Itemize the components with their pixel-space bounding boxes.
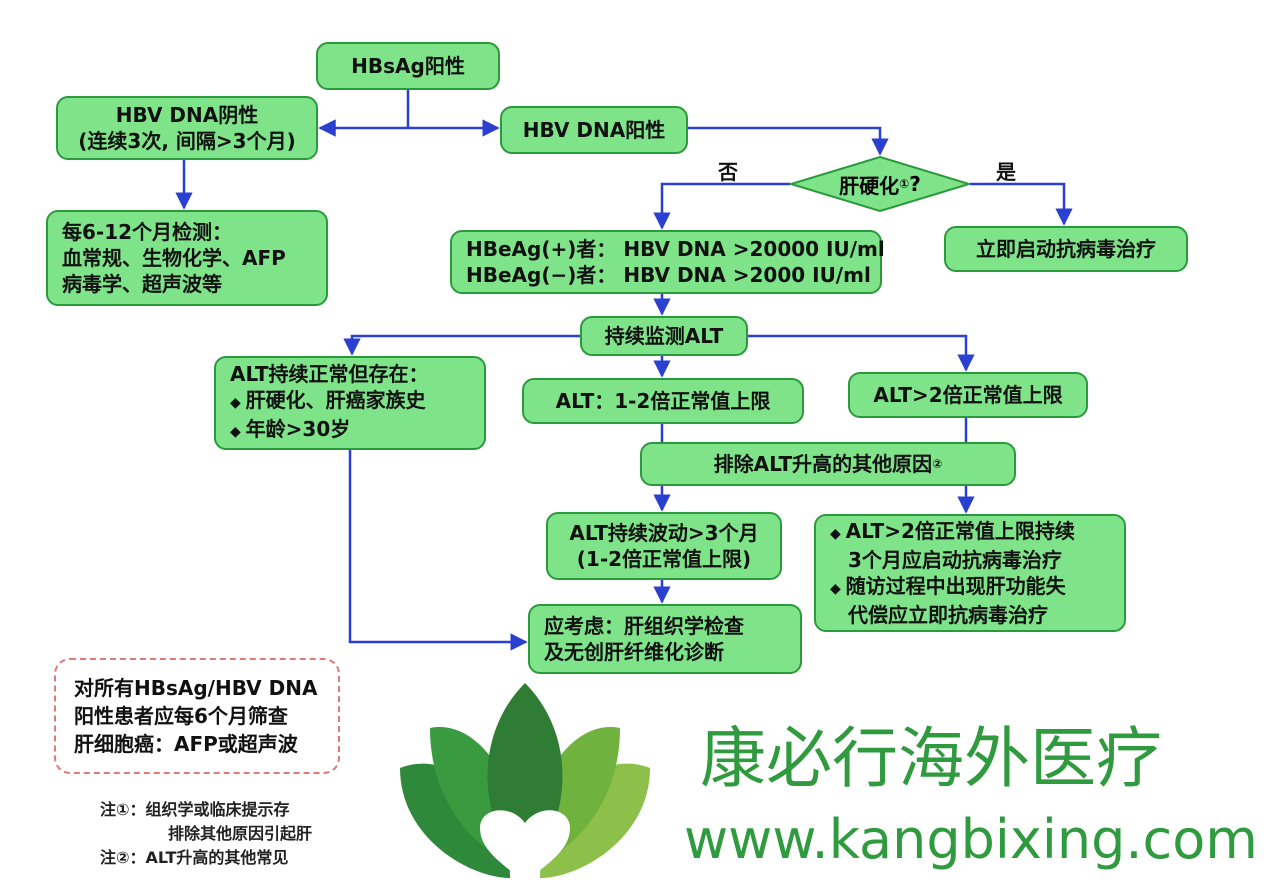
cirrhosis-decision-diamond [790,156,970,212]
dna-negative-line-1: HBV DNA阴性 [115,103,259,127]
monitor-6-12-box: 每6-12个月检测： 血常规、生物化学、AFP 病毒学、超声波等 [46,210,328,306]
alt-fluctuate-line-1: ALT持续波动>3个月 [569,521,759,545]
threshold-line-1: HBeAg(+)者： HBV DNA >20000 IU/ml [466,237,885,261]
alt-1-2-box: ALT：1-2倍正常值上限 [522,378,804,424]
alt-normal-risk-line-2: 肝硬化、肝癌家族史 [230,387,426,416]
consider-biopsy-box: 应考虑：肝组织学检查 及无创肝纤维化诊断 [528,604,802,674]
dna-negative-box: HBV DNA阴性 (连续3次, 间隔>3个月) [56,96,318,160]
hbsag-positive-box: HBsAg阳性 [316,42,500,90]
edge-label-no: 否 [718,160,738,184]
start-antiviral-label: 立即启动抗病毒治疗 [976,237,1156,261]
footnote-1: 注①：组织学或临床提示存 [100,800,290,819]
alt-gt2-action-line-1: ALT>2倍正常值上限持续 [830,518,1075,547]
exclude-note-mark: ② [932,457,943,471]
footnote-2: 注②：ALT升高的其他常见 [100,848,289,867]
monitor-line-3: 病毒学、超声波等 [62,272,222,296]
cirrhosis-question-text: 肝硬化 [839,173,900,198]
alt-fluctuate-line-2: (1-2倍正常值上限) [576,547,752,571]
footnotes: 注①：组织学或临床提示存 排除其他原因引起肝 注②：ALT升高的其他常见 [100,798,312,870]
exclude-other-label: 排除ALT升高的其他原因 [713,452,933,476]
alt-gt2-box: ALT>2倍正常值上限 [848,372,1088,418]
dna-positive-label: HBV DNA阳性 [522,118,666,142]
lotus-logo-icon [400,683,650,883]
cirrhosis-note-mark: ① [899,177,910,191]
cirrhosis-question-mark: ? [909,172,921,196]
alt-gt2-actions-box: ALT>2倍正常值上限持续 3个月应启动抗病毒治疗 随访过程中出现肝功能失 代偿… [814,514,1126,632]
alt-normal-risk-box: ALT持续正常但存在： 肝硬化、肝癌家族史 年龄>30岁 [214,356,486,450]
monitor-line-2: 血常规、生物化学、AFP [62,246,286,270]
footnote-1-cont: 排除其他原因引起肝 [168,824,313,843]
monitor-alt-box: 持续监测ALT [580,316,748,356]
watermark-brand-name: 康必行海外医疗 [700,720,1162,797]
dna-threshold-box: HBeAg(+)者： HBV DNA >20000 IU/ml HBeAg(−)… [450,230,885,294]
alt-normal-risk-line-1: ALT持续正常但存在： [230,362,429,386]
monitor-alt-label: 持续监测ALT [604,324,724,348]
start-antiviral-box: 立即启动抗病毒治疗 [944,226,1188,272]
alt-gt2-label: ALT>2倍正常值上限 [873,383,1063,407]
alt-gt2-action-line-3: 随访过程中出现肝功能失 [830,573,1066,602]
consider-biopsy-line-1: 应考虑：肝组织学检查 [544,614,744,638]
screening-line-3: 肝细胞癌：AFP或超声波 [74,732,298,756]
screening-line-1: 对所有HBsAg/HBV DNA [74,676,318,700]
watermark-brand-url: www.kangbixing.com [684,808,1258,871]
monitor-line-1: 每6-12个月检测： [62,220,233,244]
dna-positive-box: HBV DNA阳性 [500,106,688,154]
alt-1-2-label: ALT：1-2倍正常值上限 [555,389,771,413]
alt-normal-risk-line-3: 年龄>30岁 [230,416,351,445]
alt-gt2-action-line-4: 代偿应立即抗病毒治疗 [848,603,1048,627]
hcc-screening-note-box: 对所有HBsAg/HBV DNA 阳性患者应每6个月筛查 肝细胞癌：AFP或超声… [54,658,340,774]
edge-label-yes: 是 [996,160,1016,184]
screening-line-2: 阳性患者应每6个月筛查 [74,704,288,728]
consider-biopsy-line-2: 及无创肝纤维化诊断 [544,640,724,664]
threshold-line-2: HBeAg(−)者： HBV DNA >2000 IU/ml [466,263,871,287]
alt-fluctuate-box: ALT持续波动>3个月 (1-2倍正常值上限) [546,512,782,580]
alt-gt2-action-line-2: 3个月应启动抗病毒治疗 [848,548,1062,572]
hbsag-positive-label: HBsAg阳性 [351,54,465,78]
dna-negative-line-2: (连续3次, 间隔>3个月) [78,129,296,153]
